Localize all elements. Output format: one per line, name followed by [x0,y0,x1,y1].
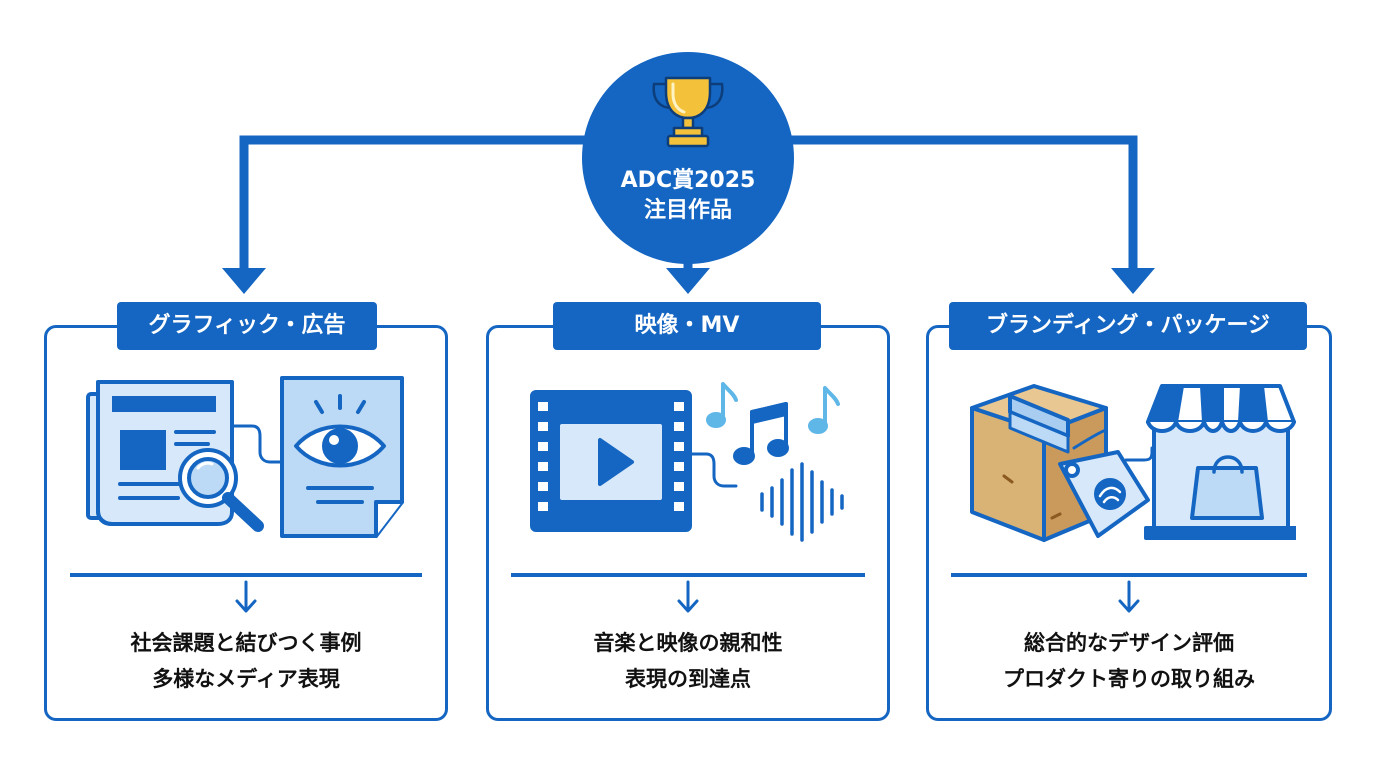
connector-left [239,135,600,272]
card-graphic-point-2: 多様なメディア表現 [152,667,340,691]
shopping-bag-icon [1190,455,1264,520]
graphic-illustration [86,376,404,538]
card-graphic-divider [70,573,422,577]
card-branding-point-1: 総合的なデザイン評価 [1024,631,1234,655]
arrowhead-left [222,268,266,294]
card-graphic-label: グラフィック・広告 [117,302,377,350]
card-graphic-down-arrow [235,580,257,613]
hub-title: ADC賞2025 注目作品 [582,166,794,226]
arrowhead-center [666,268,710,294]
card-video-down-arrow [677,580,699,613]
magnifier-icon [178,448,264,532]
eye-poster-icon [280,376,404,538]
hub-title-line1: ADC賞2025 [620,168,756,193]
arrowhead-right [1111,268,1155,294]
card-branding-down-arrow [1118,580,1140,613]
price-tag-icon [1058,428,1150,538]
card-video-points: 音楽と映像の親和性 表現の到達点 [502,625,874,705]
video-illustration [530,382,844,542]
connector-right [776,135,1138,272]
card-video-divider [511,573,865,577]
music-notes-icon [706,382,840,465]
card-video-point-1: 音楽と映像の親和性 [593,631,783,655]
card-graphic-point-1: 社会課題と結びつく事例 [130,631,362,655]
card-branding-points: 総合的なデザイン評価 プロダクト寄りの取り組み [943,625,1315,705]
card-branding-divider [951,573,1307,577]
hub-title-line2: 注目作品 [643,198,732,223]
trophy-icon [652,76,724,148]
card-video-label: 映像・MV [553,302,821,350]
branding-illustration [970,384,1296,542]
card-video-point-2: 表現の到達点 [625,667,751,691]
card-branding-label: ブランディング・パッケージ [949,302,1307,350]
card-branding-point-2: プロダクト寄りの取り組み [1003,667,1255,691]
play-icon [598,438,634,486]
hub-circle: ADC賞2025 注目作品 [582,52,794,264]
card-graphic-points: 社会課題と結びつく事例 多様なメディア表現 [60,625,432,705]
sound-wave-icon [760,462,844,542]
